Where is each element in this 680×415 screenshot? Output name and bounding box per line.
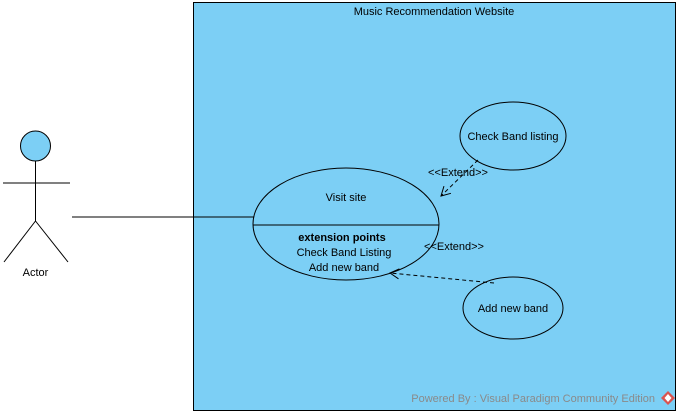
- check-band-listing-name: Check Band listing: [467, 131, 558, 143]
- extend-label-bottom: <<Extend>>: [424, 241, 484, 253]
- use-case-check-band-listing[interactable]: Check Band listing: [459, 101, 567, 171]
- visual-paradigm-logo-icon: [661, 391, 675, 405]
- system-title: Music Recommendation Website: [354, 6, 515, 18]
- watermark-product: Visual Paradigm Community Edition: [480, 393, 655, 405]
- check-band-listing-ellipse: [459, 101, 567, 171]
- use-case-visit-site[interactable]: Visit site extension points Check Band L…: [252, 167, 440, 281]
- actor[interactable]: Actor: [3, 130, 70, 279]
- add-new-band-ellipse: [462, 276, 564, 340]
- extend-label-top: <<Extend>>: [428, 167, 488, 179]
- use-case-add-new-band[interactable]: Add new band: [462, 276, 564, 340]
- add-new-band-name: Add new band: [478, 303, 548, 315]
- extension-point-item: Add new band: [309, 262, 379, 274]
- extend-arrow-bottom[interactable]: [388, 268, 495, 284]
- watermark-prefix: Powered By :: [411, 393, 479, 405]
- visit-site-ellipse: [252, 167, 440, 281]
- actor-right-leg: [35, 220, 69, 263]
- actor-head: [20, 130, 51, 162]
- watermark-text: Powered By : Visual Paradigm Community E…: [411, 393, 655, 405]
- extension-points-heading: extension points: [298, 232, 385, 244]
- visit-site-name: Visit site: [326, 192, 367, 204]
- extension-point-item: Check Band Listing: [297, 247, 392, 259]
- extend-arrow-top[interactable]: [440, 159, 479, 197]
- actor-label: Actor: [23, 267, 49, 279]
- actor-left-leg: [3, 220, 36, 263]
